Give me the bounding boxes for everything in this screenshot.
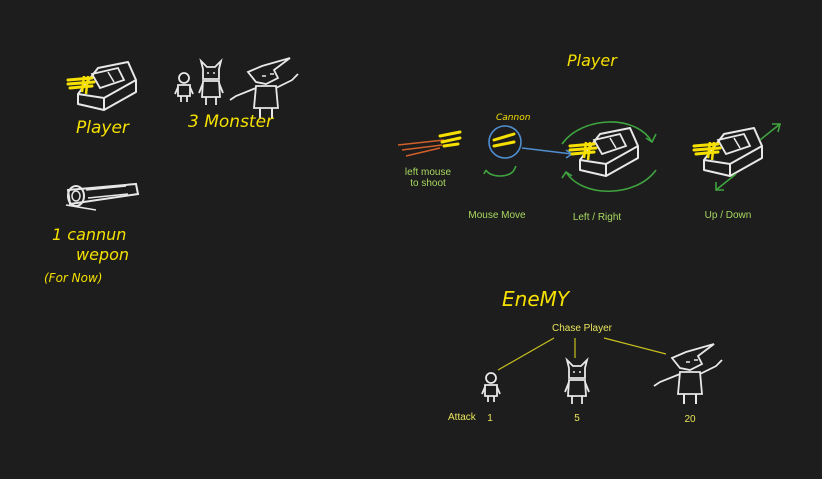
enemy-section-title: EneMY [502,287,571,311]
player-section-title: Player [567,51,618,70]
attack-value-big: 20 [684,414,696,425]
player-label: Player [76,118,130,138]
rotate-left-arrow-icon [561,121,657,145]
enemy-small-icon [481,372,501,403]
shoot-label-line1: left mouse [405,167,452,178]
small-monster-icon [174,72,194,103]
aim-arrow-icon [521,147,574,159]
mouse-move-label: Mouse Move [468,210,526,221]
tank-rotate-icon [568,126,640,178]
move-up-arrow-icon [759,123,782,141]
connector-line-right [603,337,667,355]
enemy-horned-icon [564,359,590,405]
connector-line-left [497,337,555,371]
monster-label: 3 Monster [188,112,274,132]
tank-icon [66,60,138,112]
move-down-arrow-icon [715,173,737,191]
cannon-label: Cannon [496,113,531,123]
weapon-label-line2: wepon [76,245,129,264]
rotate-right-arrow-icon [561,169,657,192]
big-monster-icon [229,57,299,119]
attack-label: Attack [448,412,477,423]
left-right-label: Left / Right [573,212,622,223]
weapon-label-line1: 1 cannun [52,225,126,244]
weapon-note: (For Now) [44,271,103,285]
shoot-label-line2: to shoot [410,178,446,189]
attack-value-horned: 5 [574,413,580,424]
cannon-circle [488,125,522,159]
chase-player-label: Chase Player [552,323,613,334]
rotate-arrow-icon [483,165,517,177]
up-down-label: Up / Down [705,210,752,221]
shoot-arrow-icon [397,130,462,157]
cannon-icon [65,182,140,211]
tank-move-icon [692,126,764,178]
horned-monster-icon [198,60,224,106]
attack-value-small: 1 [487,413,493,424]
